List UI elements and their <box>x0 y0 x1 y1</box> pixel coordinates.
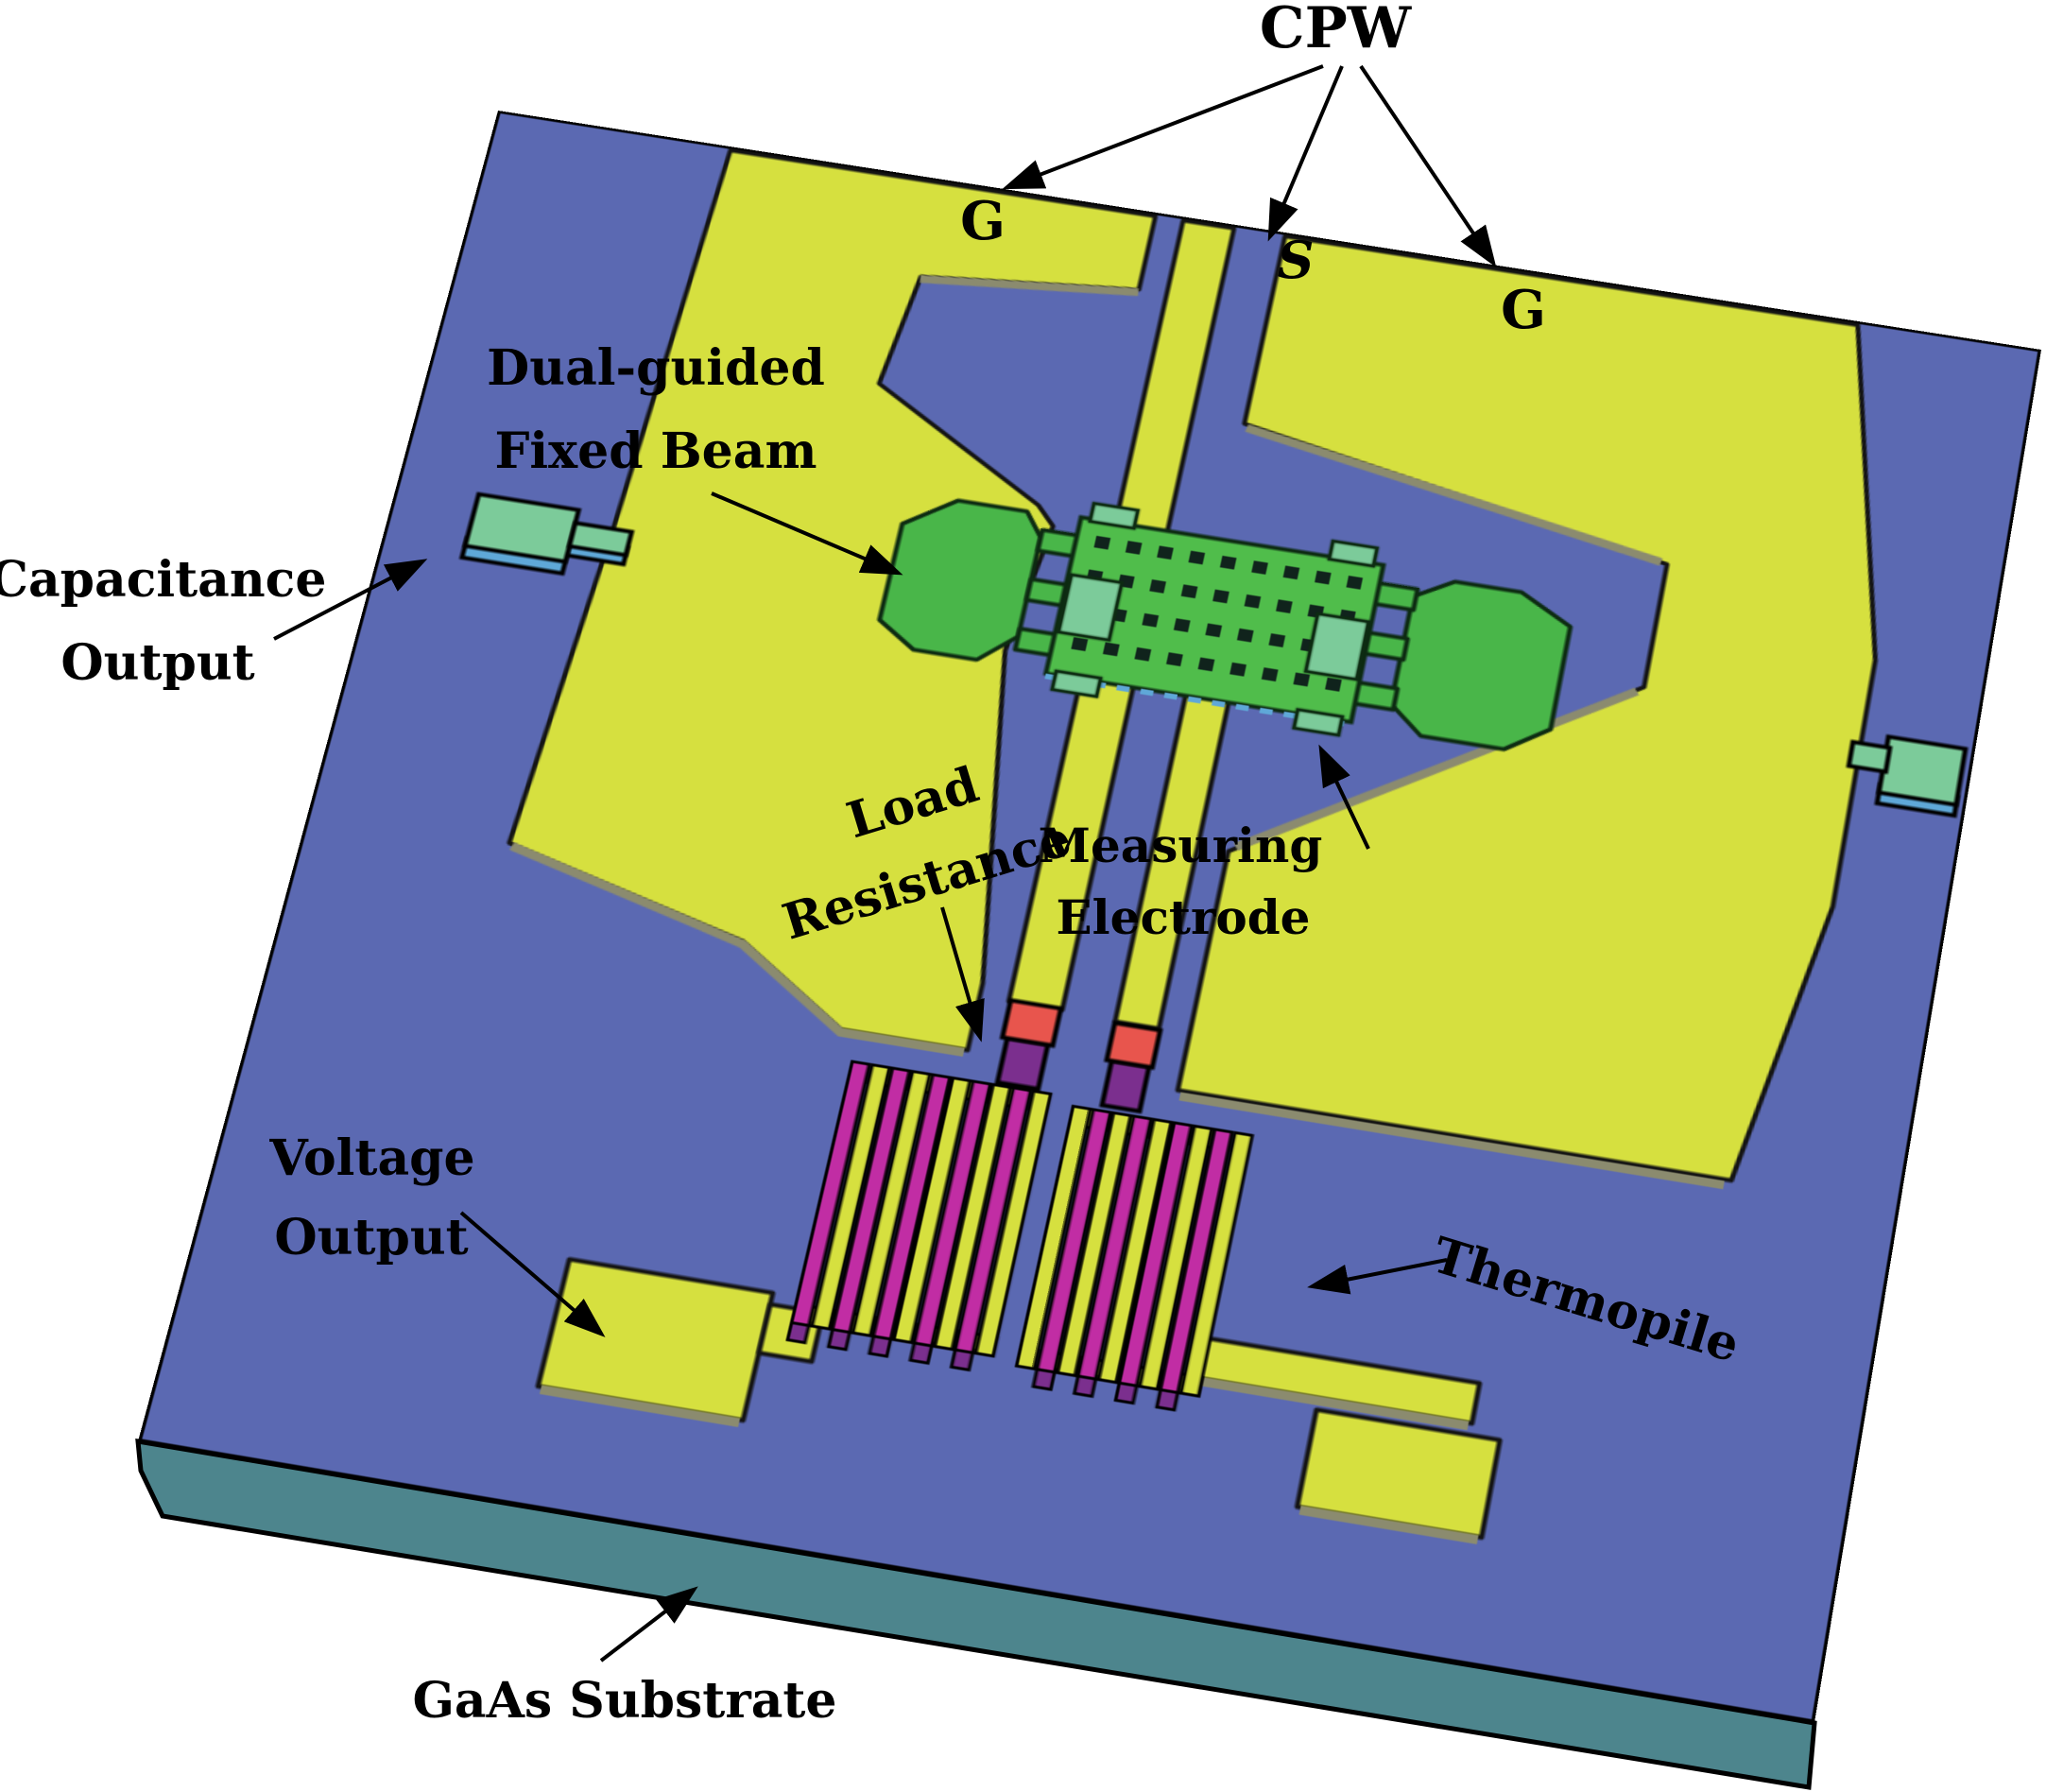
measuring-electrode-inner-left <box>1058 575 1122 640</box>
beam-perforation-hole <box>1102 642 1120 657</box>
arrow-gaas-substrate <box>599 1586 698 1663</box>
beam-perforation-hole <box>1134 646 1152 662</box>
beam-perforation-hole <box>1251 560 1268 575</box>
capacitance-lead-left-side <box>567 539 628 564</box>
beam-perforation-hole <box>1268 633 1286 647</box>
arrow-cpw-to-ground-left <box>1002 64 1324 190</box>
label-ground-left: G <box>960 190 1006 252</box>
beam-perforation-hole <box>1219 555 1237 570</box>
label-voltage-line2: Output <box>274 1209 469 1266</box>
beam-perforation-hole <box>1282 565 1300 580</box>
load-resistor-right <box>1107 1023 1161 1067</box>
beam-plate <box>1046 517 1384 722</box>
label-gaas-substrate: GaAs Substrate <box>412 1672 837 1730</box>
label-measuring-line2: Electrode <box>1056 889 1311 945</box>
beam-perforation-hole <box>1325 677 1342 692</box>
beam-anchor-left <box>874 493 1046 665</box>
capacitance-pad-left <box>465 494 578 561</box>
load-resistor-cap-left <box>997 1038 1047 1089</box>
beam-perforation-hole <box>1157 545 1174 560</box>
arrow-cpw-to-ground-right <box>1359 64 1497 267</box>
label-cpw: CPW <box>1259 0 1412 61</box>
label-voltage-line1: Voltage <box>269 1129 475 1187</box>
beam-perforation-hole <box>1346 576 1364 590</box>
beam-perforation-hole <box>1071 637 1089 652</box>
beam-link-left-mid <box>1026 579 1069 606</box>
beam-perforation-hole <box>1093 535 1111 550</box>
label-capacitance-line2: Output <box>60 634 255 692</box>
beam-perforation-hole <box>1229 662 1247 677</box>
label-ground-right: G <box>1501 279 1546 341</box>
beam-perforation-hole <box>1236 628 1254 643</box>
measuring-electrode-inner-right <box>1306 613 1368 680</box>
beam-perforation-hole <box>1293 672 1311 687</box>
beam-perforation-hole <box>1244 594 1262 609</box>
beam-anchor-right <box>1385 576 1575 756</box>
beam-perforation-hole <box>1261 667 1279 682</box>
beam-perforation-hole <box>1125 541 1143 555</box>
label-dual-guided-line1: Dual-guided <box>487 339 825 397</box>
beam-perforation-hole <box>1188 550 1206 565</box>
load-resistor-left <box>1003 1000 1061 1045</box>
capacitance-lead-left <box>569 523 631 555</box>
beam-perforation-hole <box>1149 579 1167 594</box>
beam-perforation-hole <box>1165 652 1183 667</box>
label-dual-guided-line2: Fixed Beam <box>494 422 817 480</box>
label-capacitance-line1: Capacitance <box>0 551 327 609</box>
mems-beam <box>870 474 1580 767</box>
capacitance-output-pads <box>456 494 1969 816</box>
label-signal: S <box>1277 230 1315 290</box>
cpw-signal-line-upper <box>1112 220 1234 547</box>
beam-perforation-hole <box>1276 599 1293 613</box>
beam-perforation-hole <box>1197 657 1215 672</box>
measuring-electrode-tab-top-right <box>1330 541 1378 566</box>
beam-perforation-hole <box>1180 584 1198 599</box>
measuring-electrode-tab-top-left <box>1090 504 1138 528</box>
beam-perforation-hole <box>1205 623 1223 638</box>
beam-link-left-top <box>1038 530 1080 557</box>
capacitance-lead-right <box>1848 742 1889 771</box>
beam-perforation-hole <box>1212 589 1229 604</box>
beam-perforation-hole <box>1315 570 1332 585</box>
beam-perforation-hole <box>1142 612 1160 628</box>
arrow-cpw-to-signal <box>1267 65 1344 242</box>
load-resistor-cap-right <box>1102 1060 1149 1111</box>
cpw-ground-left <box>476 144 1155 1050</box>
chip-top-face <box>138 111 2041 1723</box>
label-measuring-line1: Measuring <box>1038 818 1323 873</box>
beam-perforation-hole <box>1173 618 1191 632</box>
